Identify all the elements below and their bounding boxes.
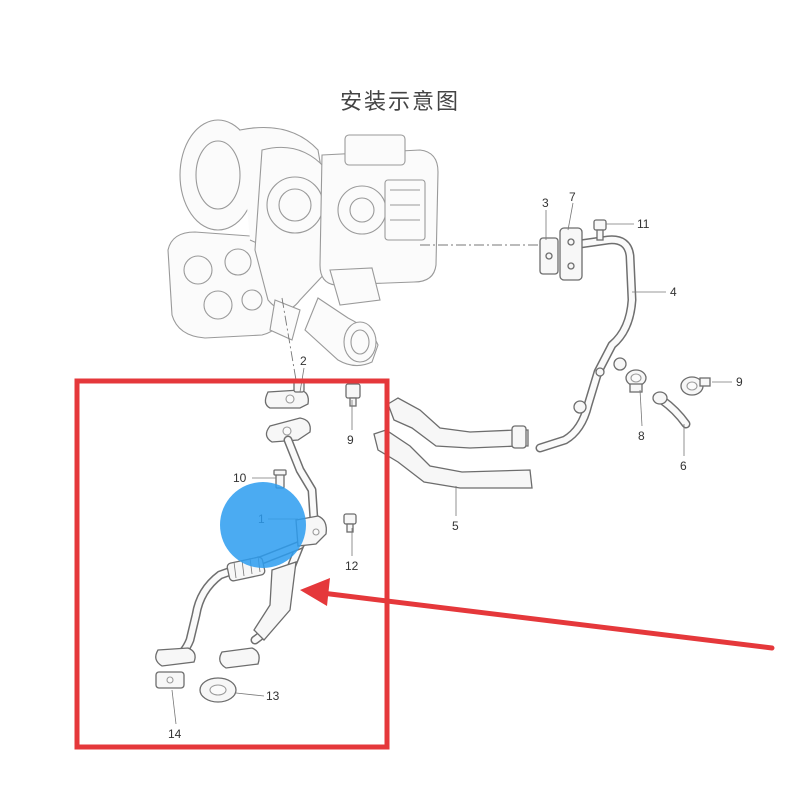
callout-6: 6 [680,459,687,473]
callout-3: 3 [542,196,549,210]
callout-12: 12 [345,559,359,573]
clamp-8 [625,369,647,393]
turbocharger-assembly [167,119,439,367]
bolt-11 [593,219,607,241]
callout-2: 2 [300,354,307,368]
callout-11: 11 [637,217,650,231]
callout-8: 8 [638,429,645,443]
coolant-pipe-4 [535,235,637,453]
callout-4: 4 [670,285,677,299]
clamp-9-left [345,383,361,407]
callout-13: 13 [266,689,280,703]
diagram-title: 安装示意图 [339,90,460,115]
callout-5: 5 [452,519,459,533]
hose-6 [652,391,691,429]
red-pointer-arrow [300,578,775,651]
highlight-frame [74,378,390,750]
callout-10: 10 [233,471,247,485]
hose-5 [373,397,533,489]
callout-9-right: 9 [736,375,743,389]
highlight-marker-circle [220,482,306,568]
clamp-9-right [680,376,711,396]
fitting-3-7 [539,227,583,281]
callout-14: 14 [168,727,182,741]
callout-7: 7 [569,190,576,204]
callout-9-left: 9 [347,433,354,447]
